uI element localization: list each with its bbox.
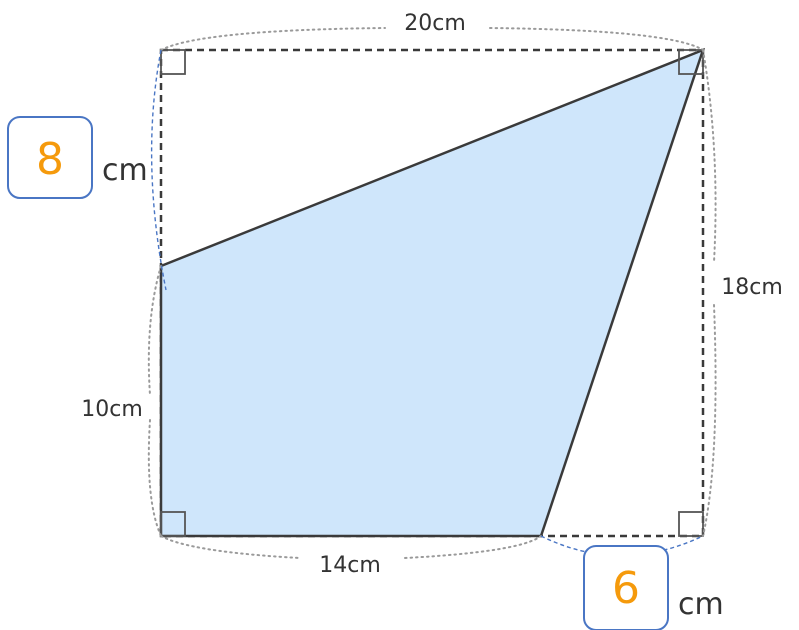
label-bottom-width: 14cm <box>319 553 381 578</box>
dimension-arc-top <box>160 27 386 51</box>
dimension-arc-left-lower <box>147 419 162 537</box>
answer-arc-left-upper <box>150 49 167 291</box>
dimension-arc-right <box>702 304 717 537</box>
right-angle-mark-top-left <box>160 49 186 75</box>
dimension-arc-bottom <box>404 535 542 559</box>
shaded-quadrilateral <box>159 47 706 538</box>
dimension-arc-left-lower <box>147 265 162 396</box>
answer-box-left <box>7 116 93 199</box>
label-left-lower: 10cm <box>81 397 143 422</box>
dimension-arc-right <box>702 49 717 263</box>
label-top-width: 20cm <box>404 11 466 36</box>
answer-unit-bottom: cm <box>678 587 724 622</box>
dimension-arc-bottom <box>160 535 301 559</box>
right-angle-mark-bottom-left <box>160 511 186 537</box>
dimension-arc-top <box>489 27 704 51</box>
answer-box-bottom <box>583 545 669 630</box>
right-angle-marks <box>160 49 704 537</box>
label-right-height: 18cm <box>721 275 783 300</box>
answer-unit-left: cm <box>102 153 148 188</box>
answer-value-left: 8 <box>36 134 64 185</box>
right-angle-mark-top-right <box>678 49 704 75</box>
answer-value-bottom: 6 <box>612 563 640 614</box>
right-angle-mark-bottom-right <box>678 511 704 537</box>
